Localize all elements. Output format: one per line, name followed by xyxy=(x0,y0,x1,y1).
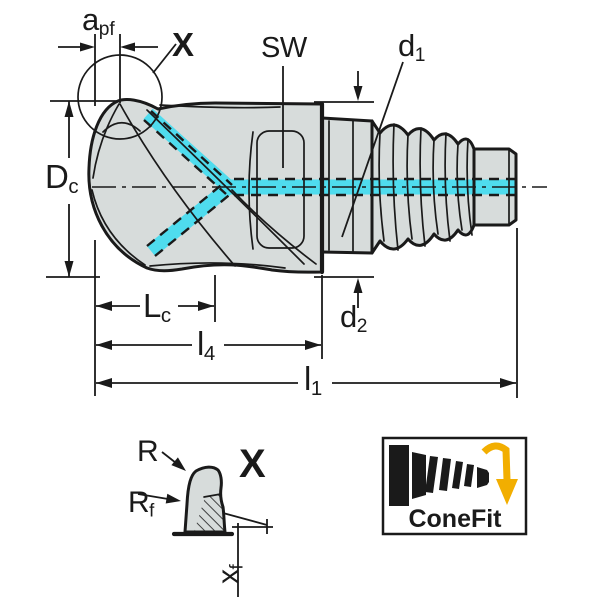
detail-view-x xyxy=(137,451,273,597)
flute-edge-main xyxy=(119,103,236,267)
coolant-channel-lower xyxy=(146,181,234,257)
dim-label-lc: Lc xyxy=(143,287,172,328)
flute-edge-top xyxy=(159,104,281,109)
tip-gash-arc xyxy=(102,121,141,133)
detail-hatched-area xyxy=(194,494,225,532)
ball-inner-edge xyxy=(92,103,120,179)
lc-arrowhead-left xyxy=(96,301,112,311)
r-arrowhead xyxy=(171,457,186,471)
dim-label-l1: l1 xyxy=(304,360,323,401)
detail-hatch-boundary xyxy=(203,493,222,498)
ball-lower-contour xyxy=(91,189,146,266)
detail-label-r: R xyxy=(137,435,159,468)
lc-arrowhead-right xyxy=(198,301,214,311)
upper-channel-dash-top xyxy=(150,110,233,186)
l4-arrowhead-left xyxy=(96,340,112,350)
flute-edge-bottom xyxy=(149,262,286,269)
apf-arrowhead-right xyxy=(120,42,135,52)
flute-edge-lower xyxy=(231,189,317,265)
detail-circle xyxy=(77,54,163,140)
apf-arrowhead-left xyxy=(80,42,95,52)
conefit-cone-icon xyxy=(389,445,489,506)
dim-label-l4: l4 xyxy=(197,325,216,366)
dc-arrowhead-bottom xyxy=(64,261,74,277)
d1-leader xyxy=(341,61,404,238)
l4-arrowhead-right xyxy=(305,340,321,350)
detail-section-outline xyxy=(183,465,227,534)
hidden-channel-edges xyxy=(143,110,515,257)
ball-nose-head xyxy=(88,99,322,273)
dim-label-d1: d1 xyxy=(398,28,426,66)
detail-x-leader xyxy=(152,43,177,74)
wrench-flat-face xyxy=(256,130,305,249)
dim-label-apf: apf xyxy=(82,2,115,40)
xf-leader-diagonal xyxy=(222,512,268,526)
dim-label-d2: d2 xyxy=(340,299,368,337)
ball-nose-head-outline xyxy=(87,98,324,274)
body-contour-edge xyxy=(248,131,254,250)
rf-arrowhead xyxy=(165,493,181,504)
detail-label-rf: Rf xyxy=(128,486,155,521)
detail-label-xf: xf xyxy=(211,564,247,584)
upper-channel-dash-bottom xyxy=(143,119,227,195)
l1-arrowhead-right xyxy=(500,378,516,388)
dimension-annotations xyxy=(46,34,518,398)
conefit-logo xyxy=(381,436,528,536)
d2-arrowhead-top xyxy=(353,86,363,101)
dim-label-dc: Dc xyxy=(45,158,79,199)
dim-label-detail-marker-x: X xyxy=(172,26,194,63)
dim-label-sw: SW xyxy=(261,32,307,64)
r-arrow-shaft xyxy=(161,451,177,464)
d2-arrowhead-bottom xyxy=(353,278,363,293)
rf-arrow-shaft xyxy=(137,493,169,500)
detail-label-x: X xyxy=(239,442,266,486)
conefit-logo-text: ConeFit xyxy=(408,505,502,533)
l1-arrowhead-left xyxy=(96,378,112,388)
dc-arrowhead-top xyxy=(64,101,74,117)
rotate-arrow-icon xyxy=(481,442,518,505)
